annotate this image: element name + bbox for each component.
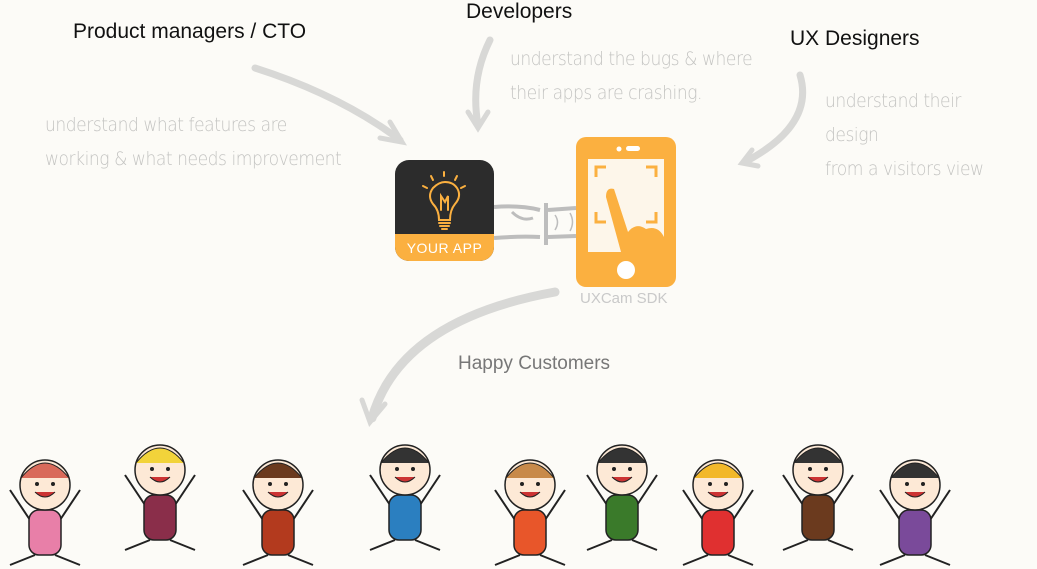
desc-line: from a visitors view: [825, 158, 984, 180]
phone-touch-icon: [576, 137, 676, 287]
role-title-dev: Developers: [466, 0, 573, 23]
desc-line: understand the bugs & where: [510, 48, 753, 70]
arrowhead-dev: [465, 109, 491, 133]
role-title-pm: Product managers / CTO: [73, 20, 307, 43]
phone-screen-graphic: [588, 146, 664, 279]
kid-figure: [242, 459, 314, 566]
arrowhead-pm: [377, 119, 407, 146]
desc-line: working & what needs improvement: [45, 148, 342, 170]
arrowhead-customers: [359, 397, 388, 427]
role-title-ux: UX Designers: [790, 27, 920, 50]
role-desc-pm: understand what features are working & w…: [45, 108, 342, 176]
arrow-customers: [367, 287, 560, 423]
role-desc-ux: understand their design from a visitors …: [825, 84, 1016, 186]
kid-figure: [369, 444, 441, 551]
role-desc-dev: understand the bugs & where their apps a…: [510, 42, 753, 110]
sdk-label: UXCam SDK: [580, 290, 668, 307]
desc-line: understand what features are: [45, 114, 287, 136]
kid-figure: [586, 444, 658, 551]
arrow-ux: [741, 71, 807, 166]
happy-customers-label: Happy Customers: [458, 353, 611, 374]
desc-line: understand their design: [825, 90, 961, 146]
kid-figure: [124, 444, 196, 551]
kid-figure: [879, 459, 951, 566]
kid-figure: [9, 459, 81, 566]
arrow-dev: [472, 36, 494, 129]
lightbulb-icon: [422, 171, 466, 230]
kid-figure: [682, 459, 754, 566]
kid-figure: [494, 459, 566, 566]
arrowhead-ux: [737, 147, 761, 169]
your-app-icon: YOUR APP: [395, 160, 494, 261]
kid-figure: [782, 444, 854, 551]
your-app-label: YOUR APP: [395, 234, 494, 261]
desc-line: their apps are crashing.: [510, 82, 703, 104]
arrow-pm: [251, 64, 404, 144]
connector-icon: [493, 203, 577, 245]
